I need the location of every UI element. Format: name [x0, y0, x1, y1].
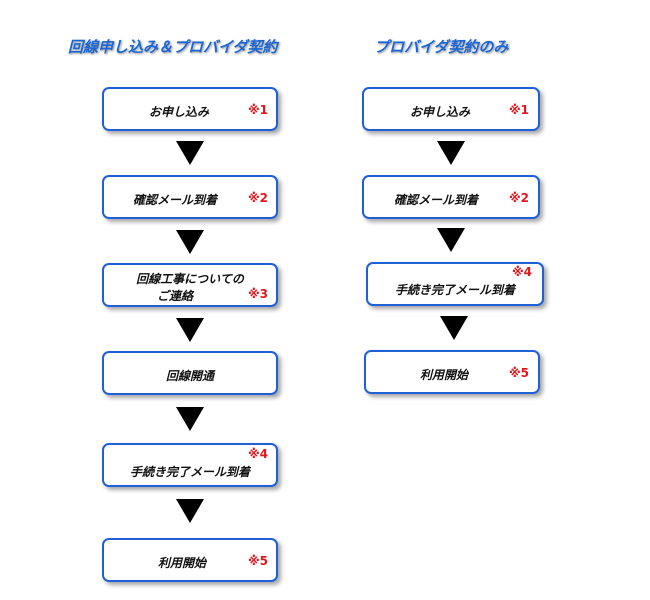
flow-step-start-use: 利用開始 ※5: [102, 538, 278, 582]
flow-arrow-down: [176, 499, 204, 523]
right-column-title: プロバイダ契約のみ: [374, 38, 509, 56]
step-label: 手続き完了メール到着: [129, 465, 250, 479]
step-label: 回線開通: [165, 369, 214, 383]
flow-arrow-down: [176, 141, 204, 165]
step-note: ※1: [248, 103, 269, 117]
step-note: ※3: [248, 287, 269, 301]
step-label: 確認メール到着: [393, 193, 478, 207]
flow-step-confirm-mail: 確認メール到着 ※2: [102, 175, 278, 219]
step-note: ※4: [248, 447, 269, 461]
flow-arrow-down: [437, 228, 465, 252]
flow-step-line-open: 回線開通: [102, 351, 278, 395]
flow-step-complete-mail: ※4 手続き完了メール到着: [102, 443, 278, 487]
left-column-title: 回線申し込み＆プロバイダ契約: [68, 38, 278, 56]
step-note: ※1: [509, 103, 530, 117]
step-note: ※5: [248, 554, 269, 568]
flow-step-start-use: 利用開始 ※5: [364, 350, 540, 394]
flow-step-confirm-mail: 確認メール到着 ※2: [362, 175, 540, 219]
step-label: お申し込み: [409, 105, 470, 119]
flow-step-construction-contact: 回線工事についての ご連絡 ※3: [102, 263, 278, 307]
flow-arrow-down: [176, 318, 204, 342]
flow-step-complete-mail: ※4 手続き完了メール到着: [366, 262, 544, 306]
flow-arrow-down: [176, 407, 204, 431]
step-label: 利用開始: [157, 556, 206, 570]
step-label-line2: ご連絡: [156, 289, 193, 303]
step-note: ※4: [512, 265, 533, 279]
flow-arrow-down: [176, 230, 204, 254]
flow-step-apply: お申し込み ※1: [102, 87, 278, 131]
step-label: 手続き完了メール到着: [394, 283, 515, 297]
flow-arrow-down: [440, 316, 468, 340]
step-label: 確認メール到着: [132, 193, 217, 207]
flow-arrow-down: [437, 141, 465, 165]
flow-step-apply: お申し込み ※1: [362, 87, 540, 131]
step-label: お申し込み: [148, 105, 209, 119]
step-label: 利用開始: [419, 368, 468, 382]
step-note: ※2: [509, 191, 530, 205]
step-note: ※5: [509, 366, 530, 380]
step-note: ※2: [248, 191, 269, 205]
step-label-line1: 回線工事についての: [136, 272, 244, 286]
